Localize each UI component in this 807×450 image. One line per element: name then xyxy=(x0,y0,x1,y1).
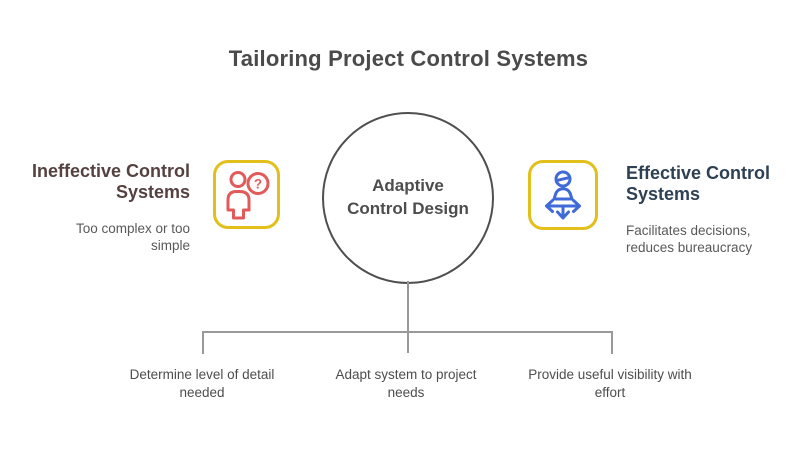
ineffective-heading: Ineffective Control Systems xyxy=(31,161,190,203)
effective-text-block: Effective Control Systems Facilitates de… xyxy=(626,163,806,257)
question-mark-glyph: ? xyxy=(254,177,262,192)
effective-subtitle: Facilitates decisions, reduces bureaucra… xyxy=(626,223,753,256)
person-question-icon: ? xyxy=(226,171,270,220)
person-directions-icon xyxy=(545,170,581,220)
connector-horizontal-line xyxy=(202,331,613,333)
connector-right-drop-line xyxy=(611,333,613,354)
circle-label-line2: Control Design xyxy=(347,199,469,218)
circle-label-line1: Adaptive xyxy=(372,176,444,196)
branch-label-detail: Determine level of detail needed xyxy=(129,367,275,400)
branch-label-visibility: Provide useful visibility with effort xyxy=(528,367,692,400)
connector-left-drop-line xyxy=(202,333,204,354)
ineffective-subtitle: Too complex or too simple xyxy=(75,221,190,254)
connector-stem-line xyxy=(407,281,409,353)
ineffective-icon-box: ? xyxy=(213,160,280,229)
adaptive-control-circle: Adaptive Control Design xyxy=(322,112,494,284)
branch-label-adapt: Adapt system to project needs xyxy=(335,367,477,400)
circle-label: Adaptive Control Design xyxy=(347,175,469,221)
ineffective-text-block: Ineffective Control Systems Too complex … xyxy=(10,161,190,255)
effective-heading: Effective Control Systems xyxy=(626,163,771,205)
effective-icon-box xyxy=(528,160,598,230)
diagram-title: Tailoring Project Control Systems xyxy=(228,46,589,71)
